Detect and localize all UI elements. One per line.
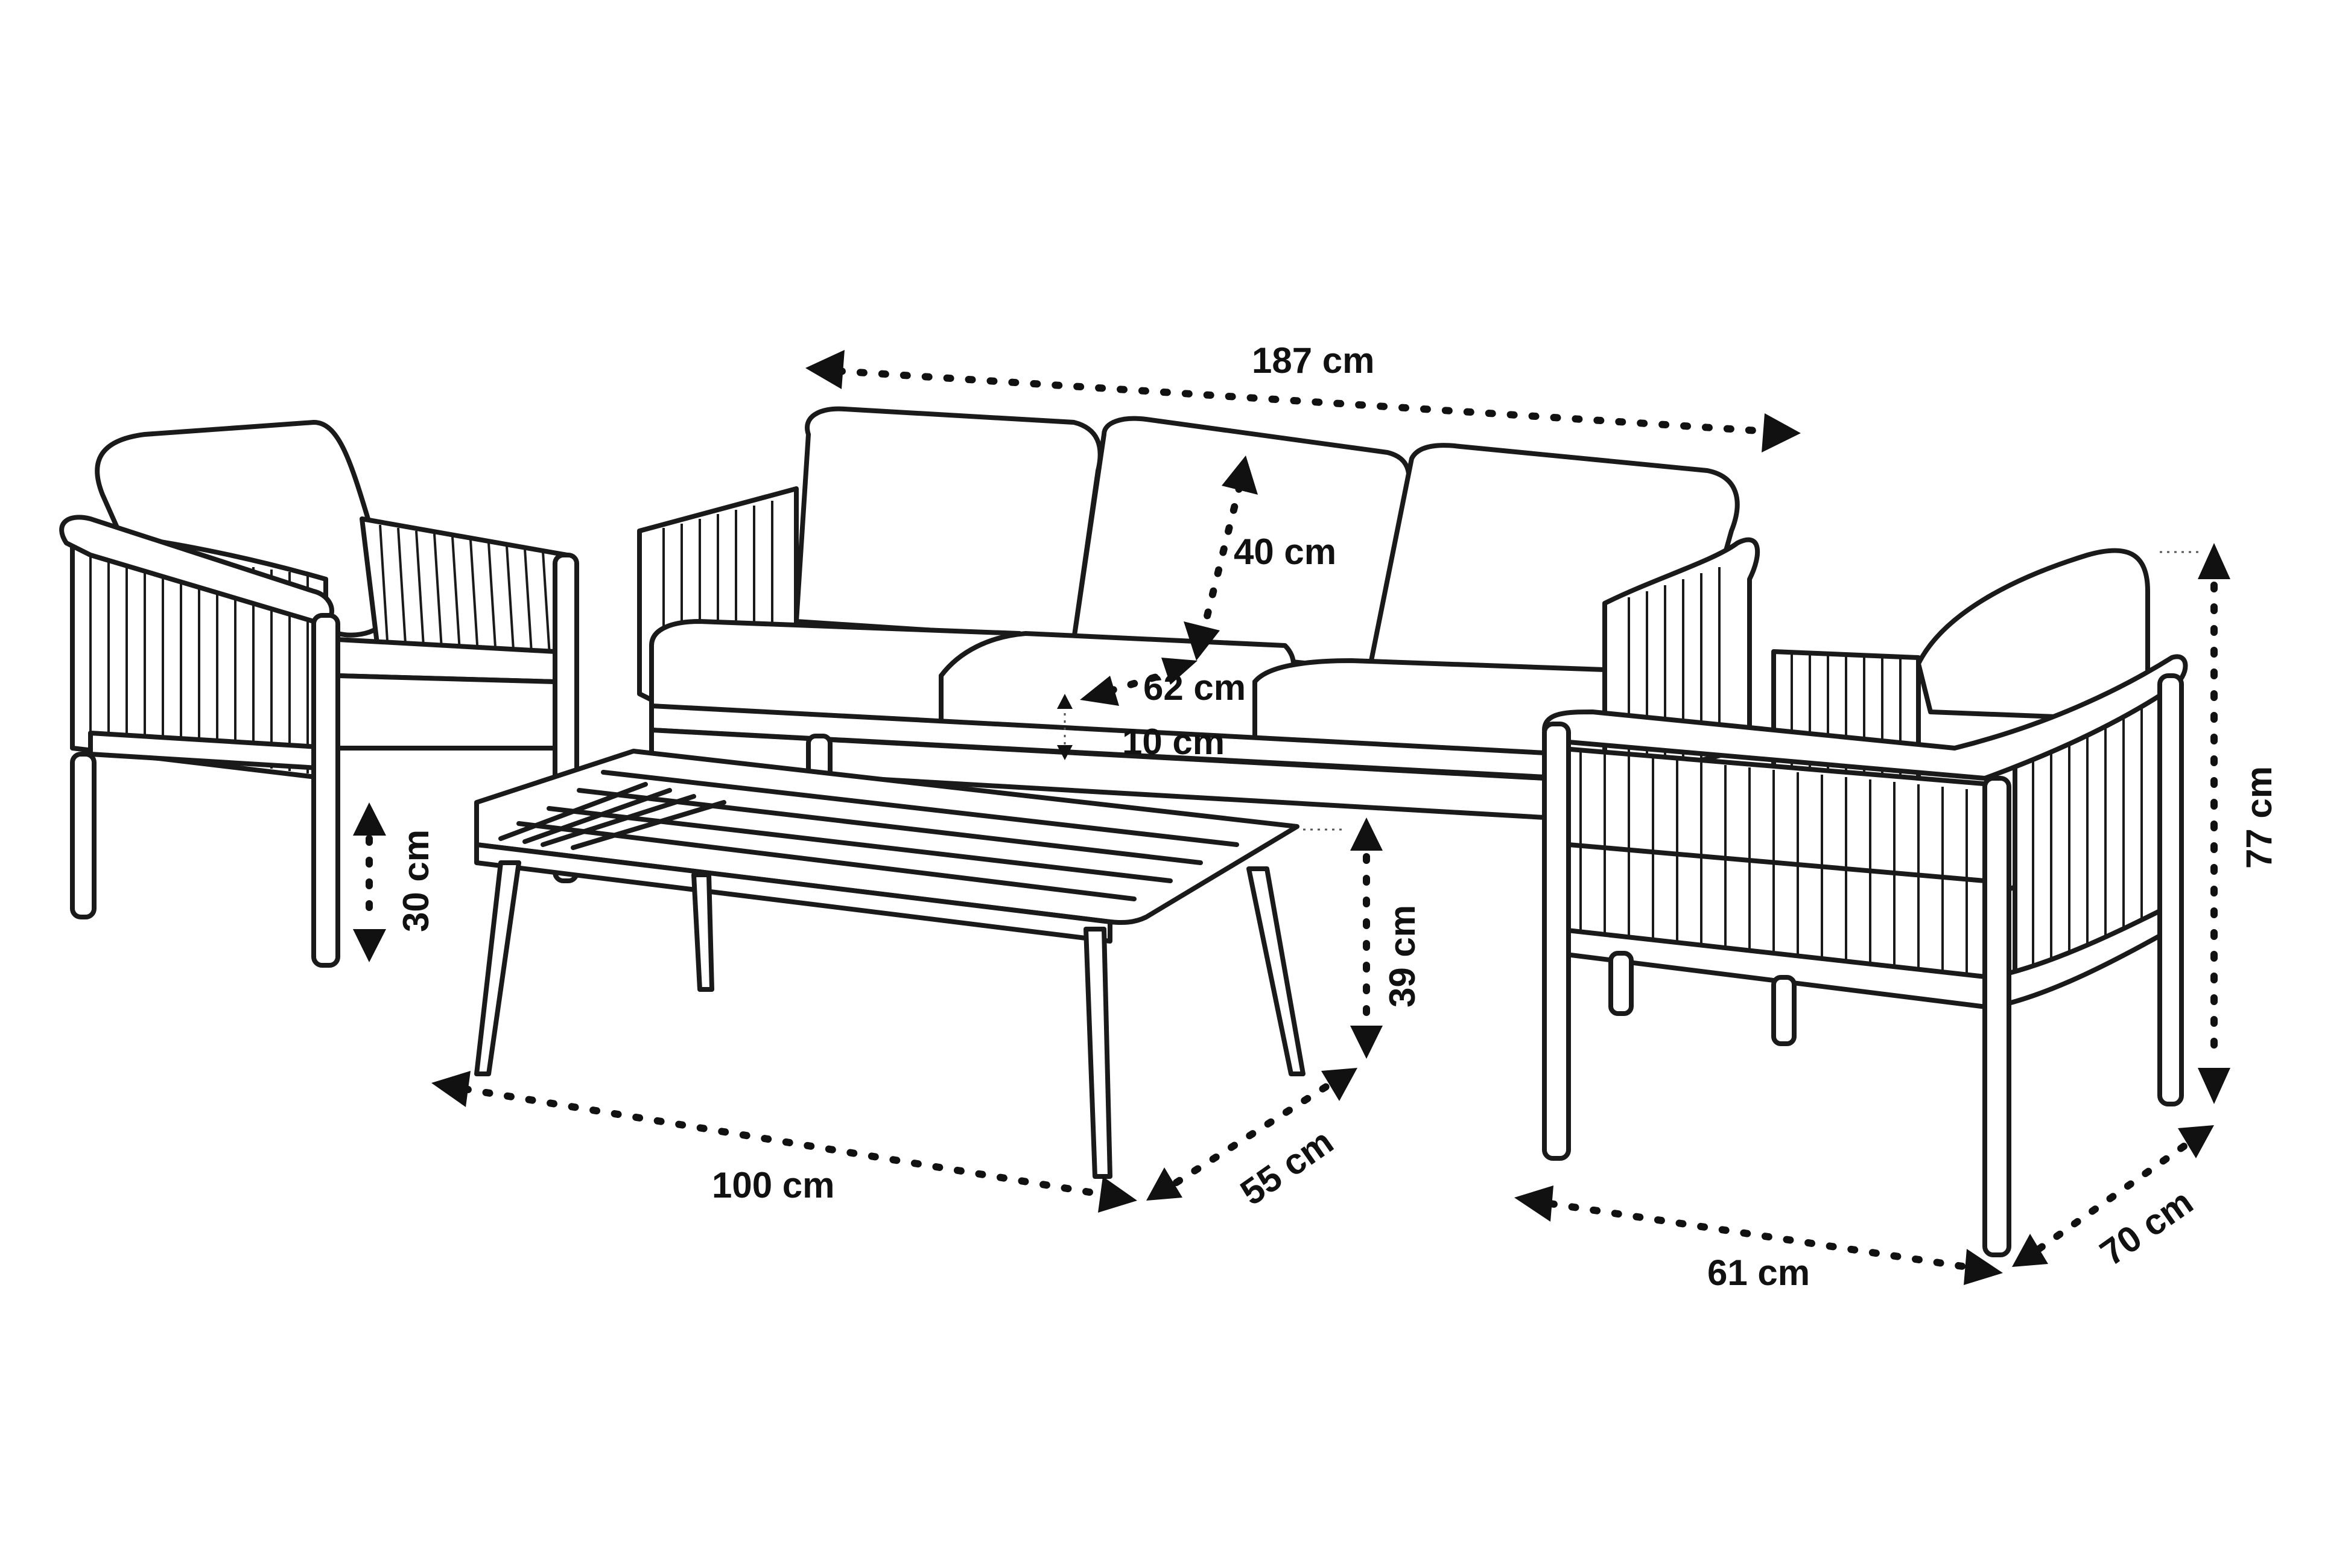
table-height-label: 39 cm	[1382, 905, 1423, 1008]
sofa-seat-cushion-right	[1252, 658, 1607, 757]
leg-height-label: 30 cm	[396, 830, 436, 932]
coffee-table-leg	[1083, 927, 1112, 1179]
cushion-thickness-label: 10 cm	[1122, 722, 1225, 762]
sofa-back-cushion-left	[794, 406, 1103, 642]
table-height-dimension-line	[1303, 817, 1383, 1059]
leg-height-dimension-line	[353, 802, 386, 962]
armchair-height-dimension-line	[2160, 543, 2230, 1104]
sofa-width-label: 187 cm	[1252, 340, 1375, 381]
coffee-table-leg	[691, 872, 714, 992]
backrest-height-label: 40 cm	[1234, 532, 1336, 572]
right-armchair-leg	[1771, 975, 1797, 1046]
right-armchair-leg	[1982, 776, 2011, 1257]
table-length-label: 100 cm	[712, 1165, 835, 1205]
coffee-table-leg	[1246, 866, 1306, 1076]
coffee-table-leg	[474, 860, 521, 1076]
armchair-width-dimension-line	[1514, 1186, 2003, 1285]
left-armchair-leg	[311, 613, 340, 968]
right-armchair-leg	[1608, 951, 1634, 1016]
left-armchair-leg	[70, 752, 97, 919]
armchair-width-label: 61 cm	[1707, 1252, 1810, 1293]
right-armchair-top-rail	[1542, 654, 2188, 781]
backrest-height-dimension-line	[1184, 455, 1258, 661]
left-armchair	[59, 420, 579, 968]
coffee-table	[474, 749, 1306, 1179]
cushion-thickness-dimension-line	[1057, 694, 1073, 760]
sofa	[637, 406, 1760, 820]
seat-depth-label: 62 cm	[1143, 667, 1246, 708]
right-armchair-leg	[1542, 722, 1571, 1161]
right-armchair	[1542, 548, 2188, 1257]
table-width-dimension-line	[1146, 1068, 1357, 1201]
table-length-dimension-line	[431, 1071, 1137, 1213]
armchair-depth-dimension-line	[2012, 1125, 2214, 1267]
seat-depth-dimension-line	[1080, 658, 1198, 706]
sofa-width-dimension-line	[805, 350, 1801, 452]
armchair-height-label: 77 cm	[2239, 766, 2279, 869]
right-armchair-leg	[2157, 673, 2184, 1106]
